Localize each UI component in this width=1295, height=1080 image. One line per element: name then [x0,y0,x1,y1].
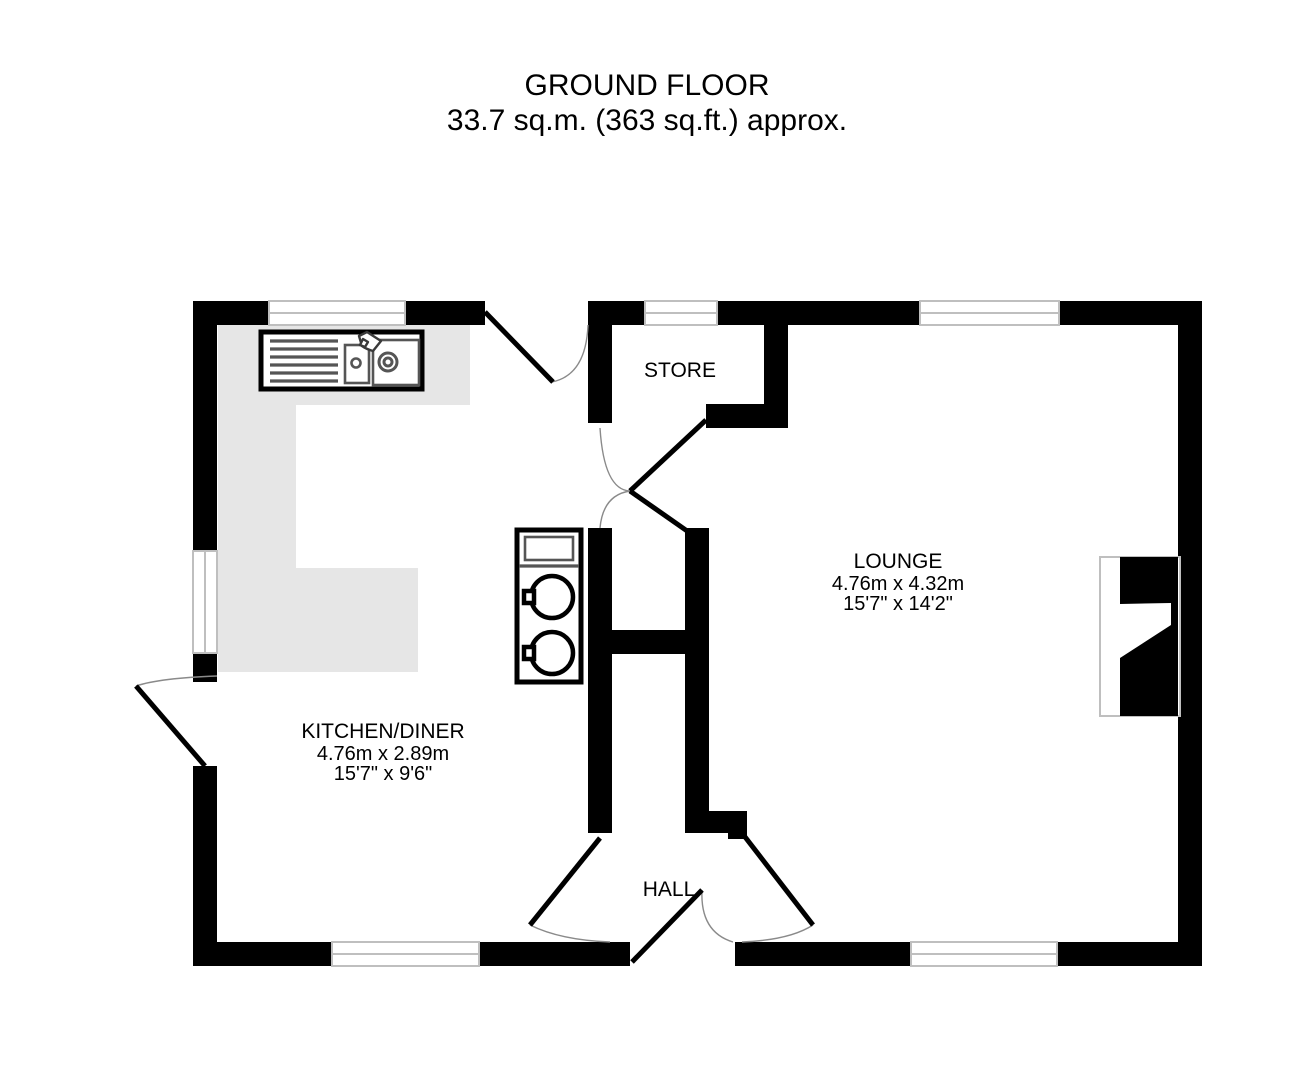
window-kitchen-left [192,550,218,654]
wall-hall-cross [588,630,709,654]
washing-machine-upper-icon [521,573,576,621]
wall-hall-right [685,528,709,823]
kitchen-floor-shading [218,325,470,672]
sink-drainer-icon [270,339,338,383]
window-lounge-top [919,300,1060,326]
window-kitchen-bottom [331,941,480,967]
lounge-dim-metric: 4.76m x 4.32m [832,573,964,595]
wall-bottom-right-a [735,942,913,966]
window-lounge-bottom [910,941,1058,967]
plan-header: GROUND FLOOR 33.7 sq.m. (363 sq.ft.) app… [447,69,847,137]
wall-top-right-b [716,301,921,325]
wall-store-left [588,301,612,423]
room-labels: STORE LOUNGE 4.76m x 4.32m 15'7" x 14'2"… [301,359,964,901]
sink-small-basin-icon [343,343,371,385]
page-title: GROUND FLOOR [524,69,769,102]
wall-bottom-left-b [478,942,630,966]
room-label-hall: HALL [643,878,696,901]
wall-hall-left [588,528,612,833]
window-kitchen-top [268,300,406,326]
room-label-lounge: LOUNGE 4.76m x 4.32m 15'7" x 14'2" [832,550,964,615]
room-label-store: STORE [644,359,716,382]
door-store[interactable] [599,418,708,493]
door-hall-to-lounge-lower[interactable] [740,831,815,943]
kitchen-dim-imperial: 15'7" x 9'6" [334,763,433,785]
lounge-name: LOUNGE [854,550,943,573]
wall-left-upper [193,301,217,552]
wall-bottom-left-a [193,942,333,966]
appliance-stack [514,527,584,685]
sink-tap-icon [357,330,383,353]
lounge-dim-imperial: 15'7" x 14'2" [843,593,953,615]
interior-walls [588,301,788,839]
appliance-counter-icon [523,535,575,562]
kitchen-dim-metric: 4.76m x 2.89m [317,743,449,765]
room-label-kitchen-diner: KITCHEN/DINER 4.76m x 2.89m 15'7" x 9'6" [301,720,464,785]
kitchen-name: KITCHEN/DINER [301,720,464,743]
exterior-walls [193,301,1202,966]
window-store-top [644,300,718,326]
wall-hall-jog-stub [728,811,747,839]
window-lounge-bay [1099,556,1181,717]
door-hall-to-kitchen[interactable] [528,836,611,943]
doors-group [134,310,815,964]
washing-machine-lower-icon [521,629,576,677]
wall-right [1178,301,1202,966]
area-summary: 33.7 sq.m. (363 sq.ft.) approx. [447,104,847,137]
door-kitchen-external-left[interactable] [134,675,218,768]
door-hall-to-lounge-upper[interactable] [599,488,692,536]
wall-top-left-b [404,301,485,325]
wall-bottom-right-b [1056,942,1202,966]
sink-large-basin-icon [371,338,421,387]
windows-group [192,300,1181,967]
wall-store-bottom [706,404,788,428]
kitchen-sink-unit [258,329,425,392]
door-kitchen-external-top[interactable] [483,310,589,384]
door-hall-entrance[interactable] [630,888,734,964]
wall-left-lower [193,766,217,966]
